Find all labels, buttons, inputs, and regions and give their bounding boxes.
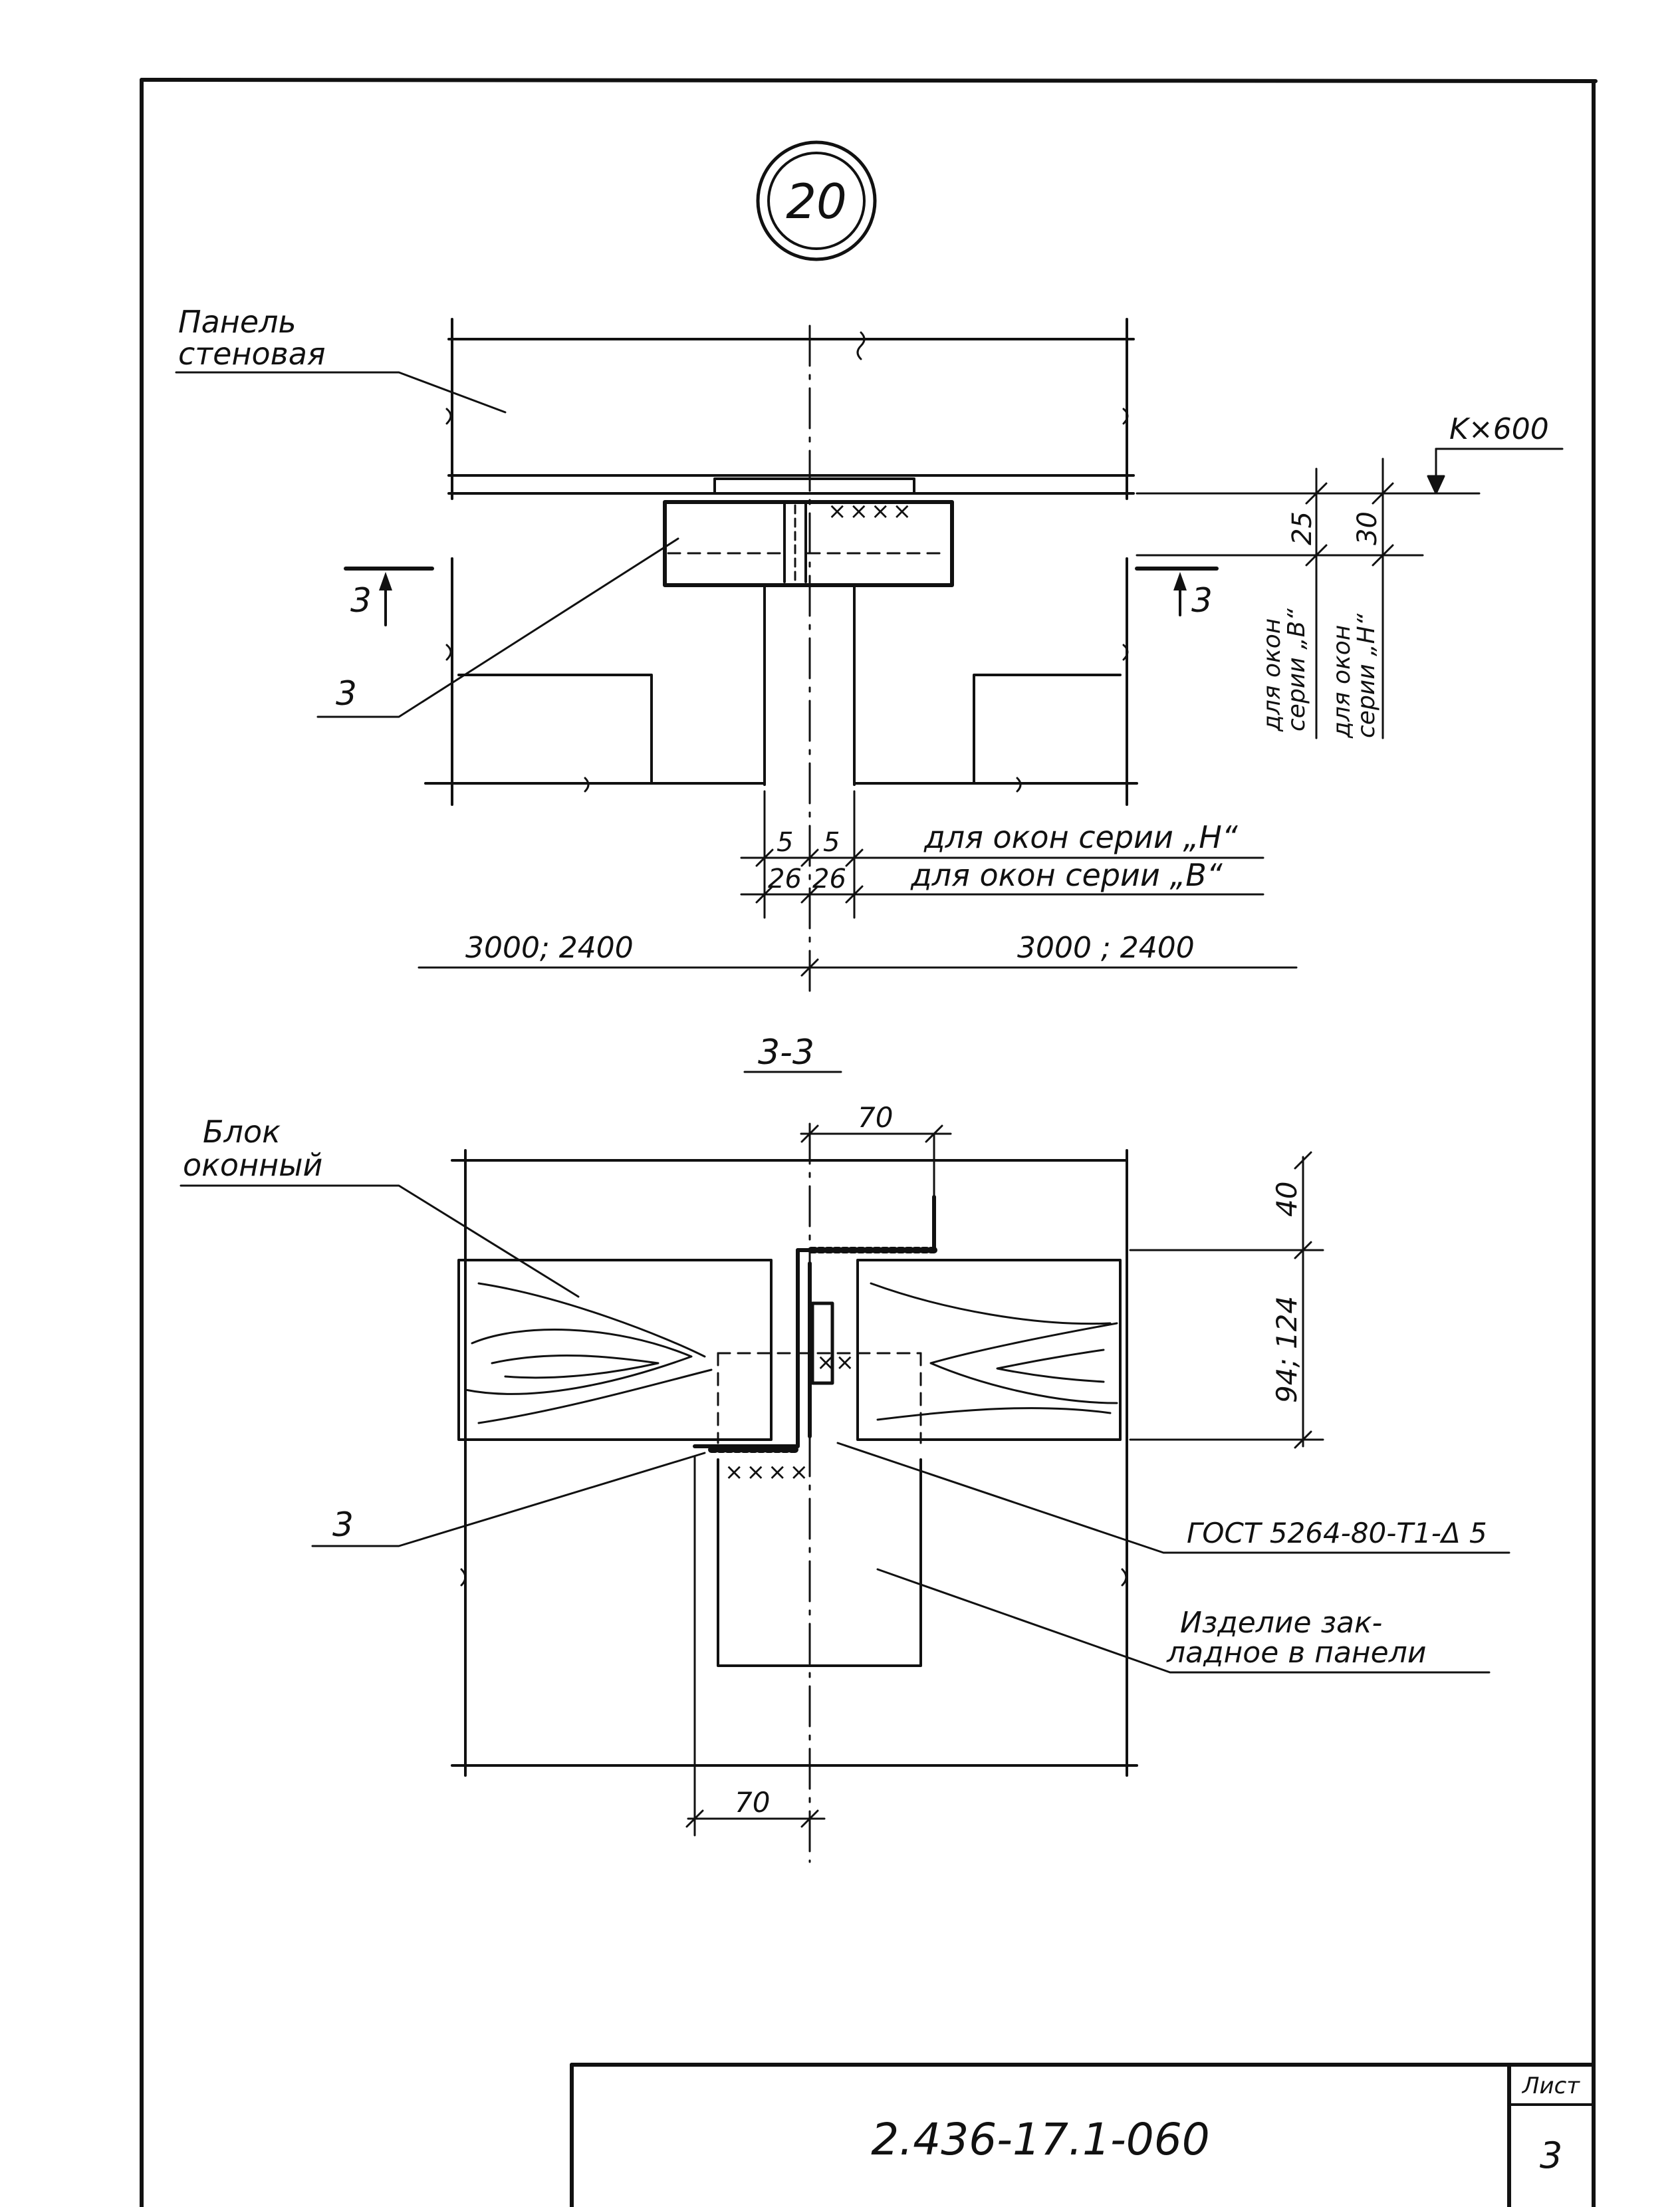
dim-94-124: 94; 124 [1270,1296,1303,1403]
embedded-plate [713,477,915,495]
window-frame-right [856,1259,1122,1441]
dim-30: 30 [1352,511,1383,545]
section-mark-right-label: 3 [1191,581,1213,620]
title-block: 2.436-17.1-060 Лист 3 [570,2063,1596,2207]
sheet-number: 3 [1540,2135,1562,2176]
plan-view: ×××× Панель стеновая 3 3 [175,304,1564,992]
window-block-label-line1: Блок [203,1114,281,1150]
connection-plate-3 [663,500,954,587]
dim-25: 25 [1287,511,1318,545]
dim-40: 40 [1270,1182,1303,1217]
break-marks [445,331,1129,793]
gap-26-right: 26 [812,864,846,894]
plan-item-leader [316,537,679,718]
span-dimension [418,958,1298,977]
wall-panel-label-line2: стеновая [178,336,326,372]
section-mark-left: 3 [344,567,434,626]
dim-k600: K×600 [1449,412,1549,446]
gap-5-right: 5 [823,827,840,858]
window-block-label-line2: оконный [183,1147,322,1183]
note-h-vertical-line2: серии „Н“ [1353,613,1380,738]
document-code: 2.436-17.1-060 [871,2114,1210,2165]
embedded-label-line2: ладное в панели [1166,1636,1426,1670]
gap-26-left: 26 [768,864,802,894]
section-mark-right: 3 [1135,567,1219,620]
weld-marks-plan: ×××× [828,498,914,525]
detail-number: 20 [786,174,847,229]
note-h-horizontal: для окон серии „Н“ [923,819,1238,855]
weld-standard: ГОСТ 5264-80-Т1-Δ 5 [1187,1517,1487,1549]
wall-panel-label-line1: Панель [178,304,297,340]
span-right: 3000 ; 2400 [1017,931,1195,965]
dim-70-bottom-line [685,1455,826,1837]
wall-panel-leader [175,371,507,414]
dim-70-bottom: 70 [735,1786,770,1819]
right-dims-section [1129,1151,1324,1449]
window-block-leader [180,1184,580,1298]
gap-5-left: 5 [777,827,793,858]
weld-standard-leader [836,1442,1510,1554]
sheet-frame [140,78,1598,2207]
embedded-leader [876,1568,1491,1674]
detail-marker: 20 [756,140,877,261]
weld-marks-section-horizontal: ×××× [725,1459,811,1486]
gap-dimensions [740,790,1264,919]
section-mark-left-label: 3 [350,581,372,620]
section-panel [451,1149,1138,1777]
sheet-header: Лист [1521,2073,1580,2099]
section-title: 3-3 [758,1033,814,1073]
section-item-leader [311,1452,706,1547]
section-view: 3-3 [180,1033,1510,1863]
wall-panel [447,318,1135,500]
embedded-part [717,1458,922,1667]
window-frame-left [457,1259,773,1441]
embedded-label-line1: Изделие зак- [1180,1606,1382,1640]
dim-70-top-line [800,1124,952,1198]
note-h-vertical-line1: для окон [1328,625,1356,739]
plan-item-callout: 3 [336,674,357,713]
section-item-callout: 3 [332,1505,354,1544]
note-b-vertical-line2: серии „В“ [1283,608,1310,731]
span-left: 3000; 2400 [465,931,634,965]
section-hidden-lines [717,1352,922,1444]
note-b-vertical-line1: для окон [1259,618,1286,732]
window-openings [424,557,1138,806]
note-b-horizontal: для окон серии „В“ [910,857,1223,893]
section-plate-3 [693,1195,937,1453]
dim-70-top: 70 [858,1101,893,1134]
right-dimensions [1136,448,1564,739]
